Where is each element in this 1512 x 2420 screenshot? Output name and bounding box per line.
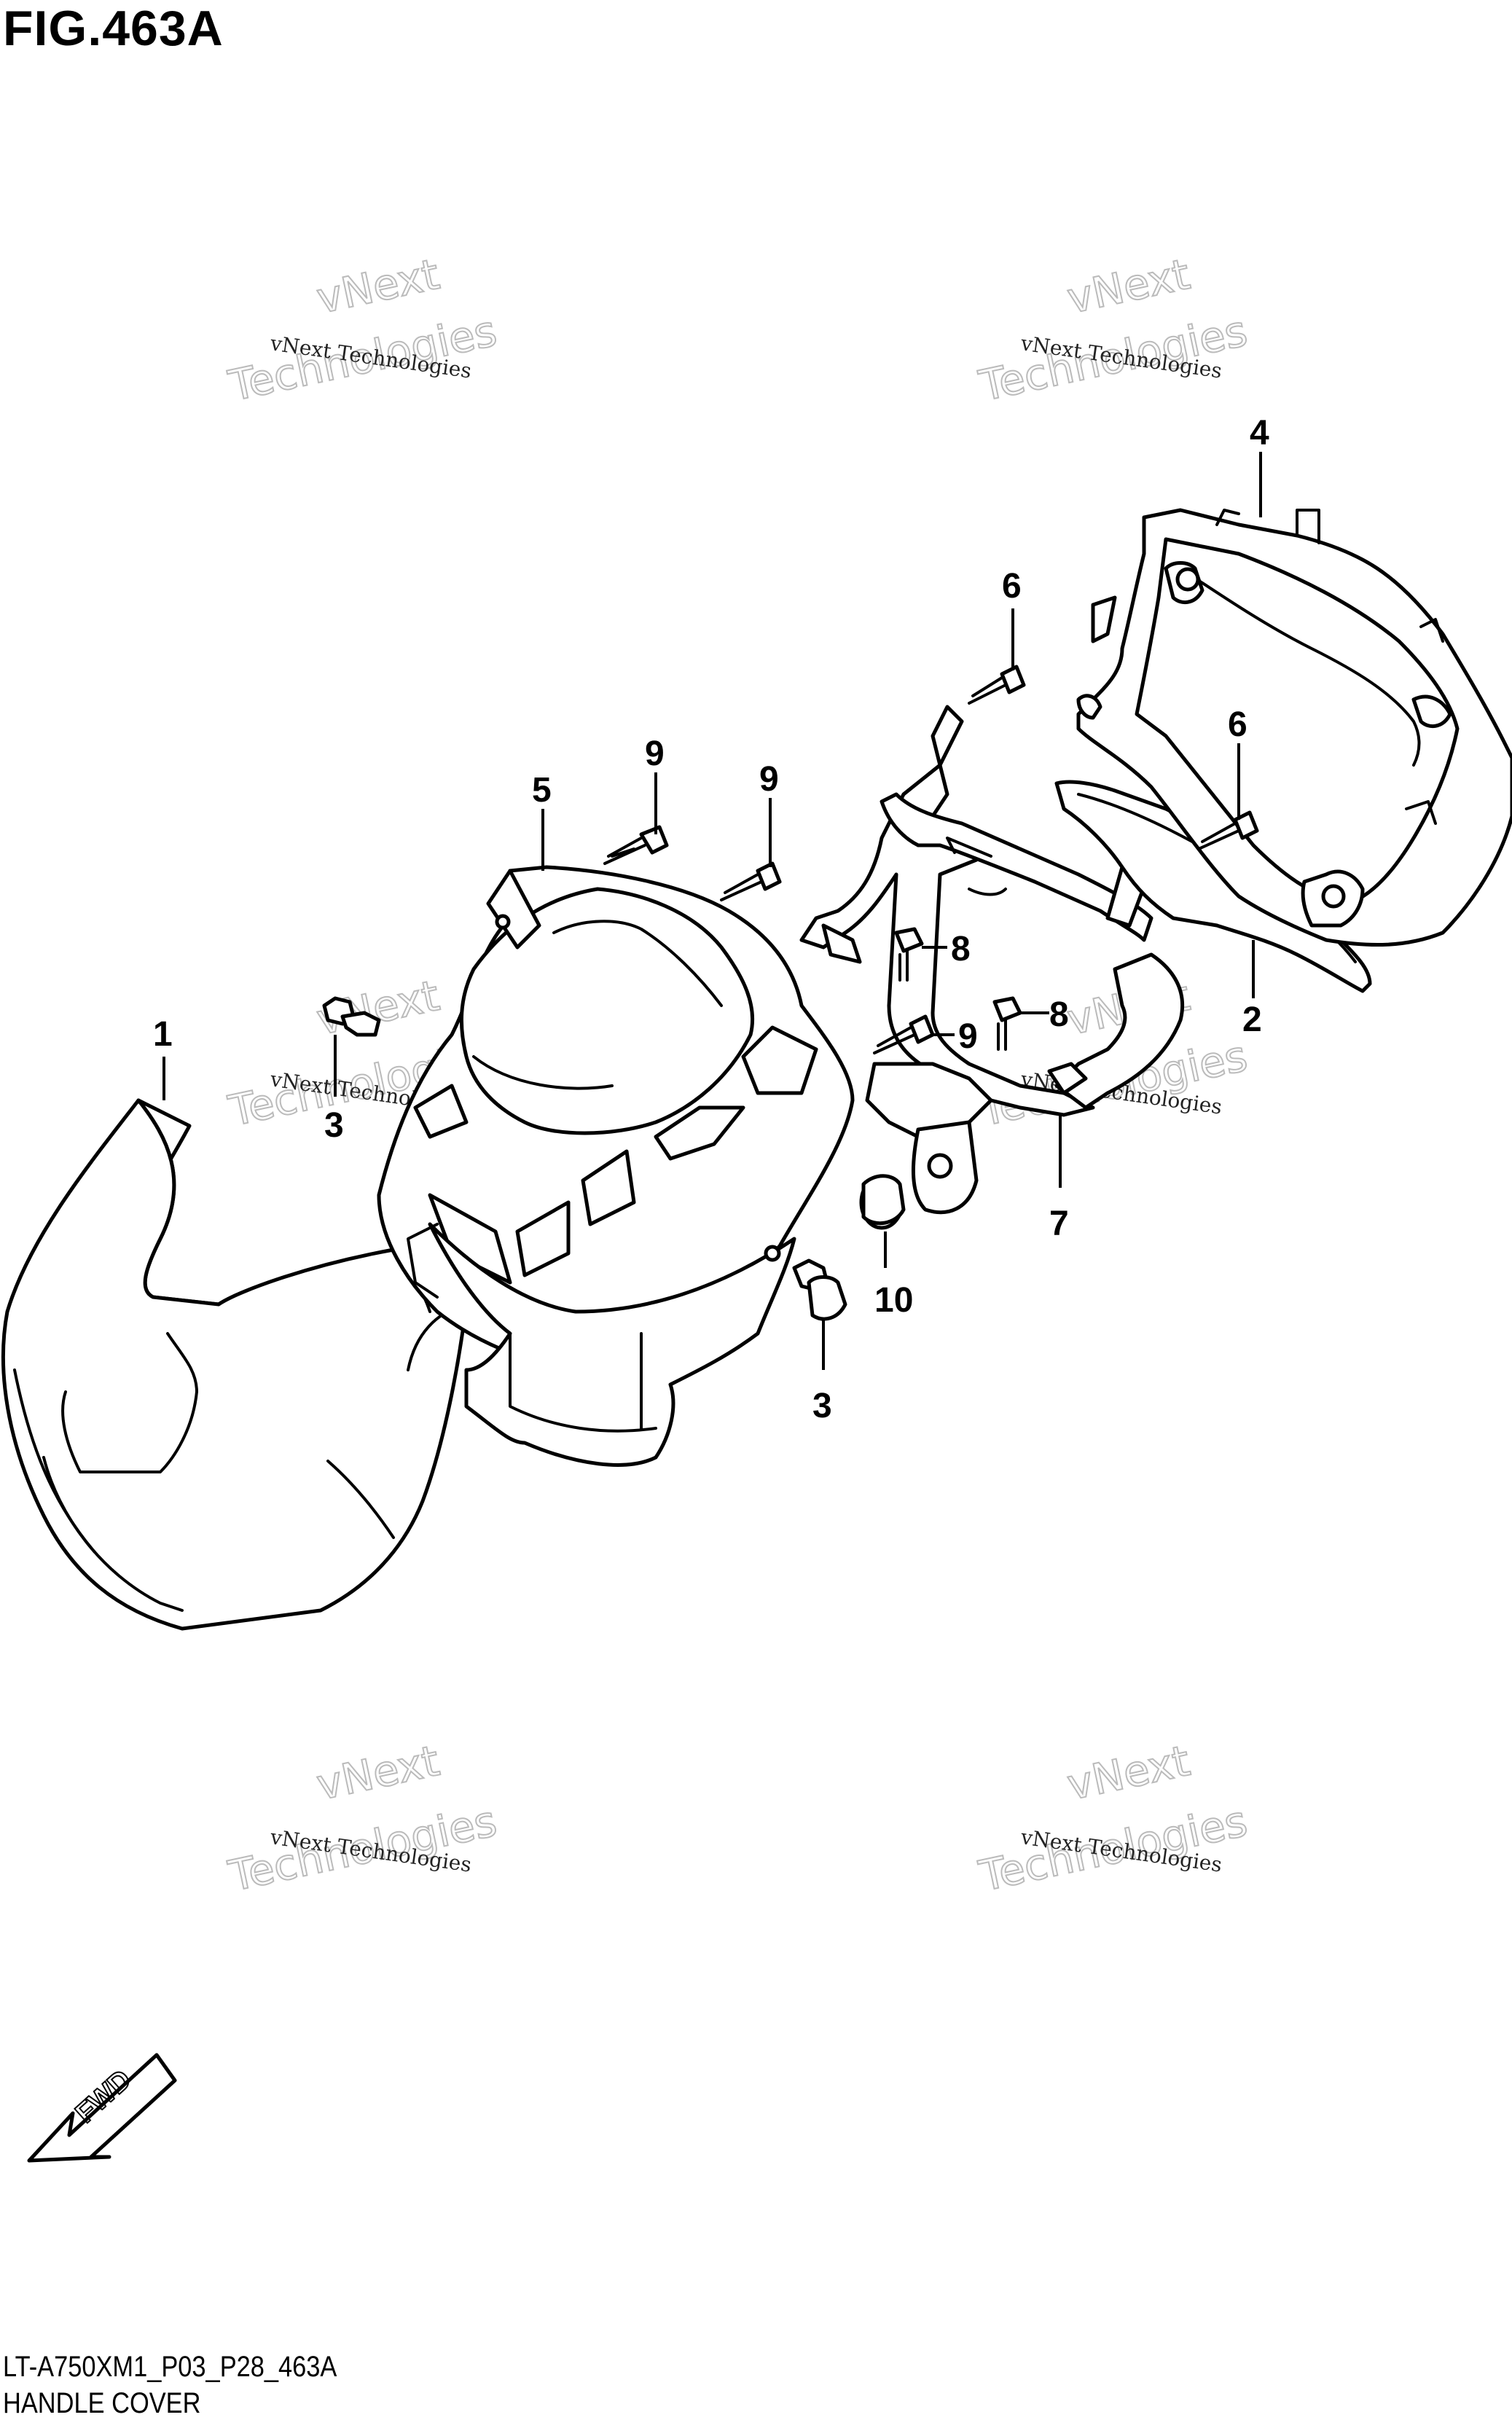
part-8-bolt-b	[992, 996, 1022, 1051]
callout-4: 4	[1250, 414, 1269, 453]
svg-text:vNext: vNext	[313, 249, 444, 324]
callout-6-upper: 6	[1002, 567, 1022, 606]
svg-text:vNext: vNext	[1063, 1736, 1194, 1810]
figure-title: FIG.463A	[3, 1, 224, 56]
part-3-clip-lower	[792, 1258, 847, 1321]
callout-10: 10	[874, 1281, 913, 1320]
part-9-screw-c	[873, 1014, 935, 1054]
callout-9-right: 9	[759, 760, 779, 799]
part-6-screw-b	[1197, 810, 1259, 850]
svg-text:vNext: vNext	[1063, 249, 1194, 324]
callout-3-lower: 3	[812, 1387, 832, 1425]
callout-8-lower: 8	[1049, 995, 1069, 1034]
callout-8-upper: 8	[951, 930, 971, 968]
watermark-top-left: vNext Technologies vNext Technologies	[224, 248, 502, 412]
part-9-screw-b	[720, 861, 782, 901]
svg-text:vNext: vNext	[313, 1736, 444, 1810]
part-9-screw-a	[603, 825, 669, 865]
callout-1: 1	[153, 1015, 173, 1054]
callout-3-upper: 3	[324, 1106, 344, 1145]
watermark-bottom-right: vNext Technologies vNext Technologies	[974, 1735, 1253, 1902]
watermark-bottom-left: vNext Technologies vNext Technologies	[224, 1735, 502, 1902]
drawing-code: LT-A750XM1_P03_P28_463A	[3, 2351, 337, 2383]
watermark-top-right: vNext Technologies vNext Technologies	[974, 248, 1253, 412]
callout-5: 5	[532, 771, 552, 810]
part-6-screw-a	[968, 665, 1026, 705]
part-3-clip-upper	[322, 996, 381, 1037]
part-4-upper-handle-cover	[1076, 508, 1512, 947]
leader-lines	[162, 452, 1262, 1370]
part-8-bolt-a	[894, 927, 924, 982]
callout-9-mid: 9	[958, 1017, 978, 1056]
callout-2: 2	[1242, 1000, 1262, 1039]
part-7-bracket	[799, 705, 1185, 1215]
callout-6-lower: 6	[1228, 705, 1247, 744]
callout-labels: 1 2 3 3 4 5 6 6 7 8 8 9 9 9 10	[153, 414, 1269, 1425]
fwd-arrow-icon: FWD	[27, 2053, 177, 2163]
callout-7: 7	[1049, 1205, 1069, 1243]
part-5-handle-cover-body	[377, 865, 855, 1467]
callout-9-left: 9	[645, 735, 665, 773]
figure-caption: HANDLE COVER	[3, 2387, 201, 2419]
part-10-grommet	[859, 1174, 906, 1230]
